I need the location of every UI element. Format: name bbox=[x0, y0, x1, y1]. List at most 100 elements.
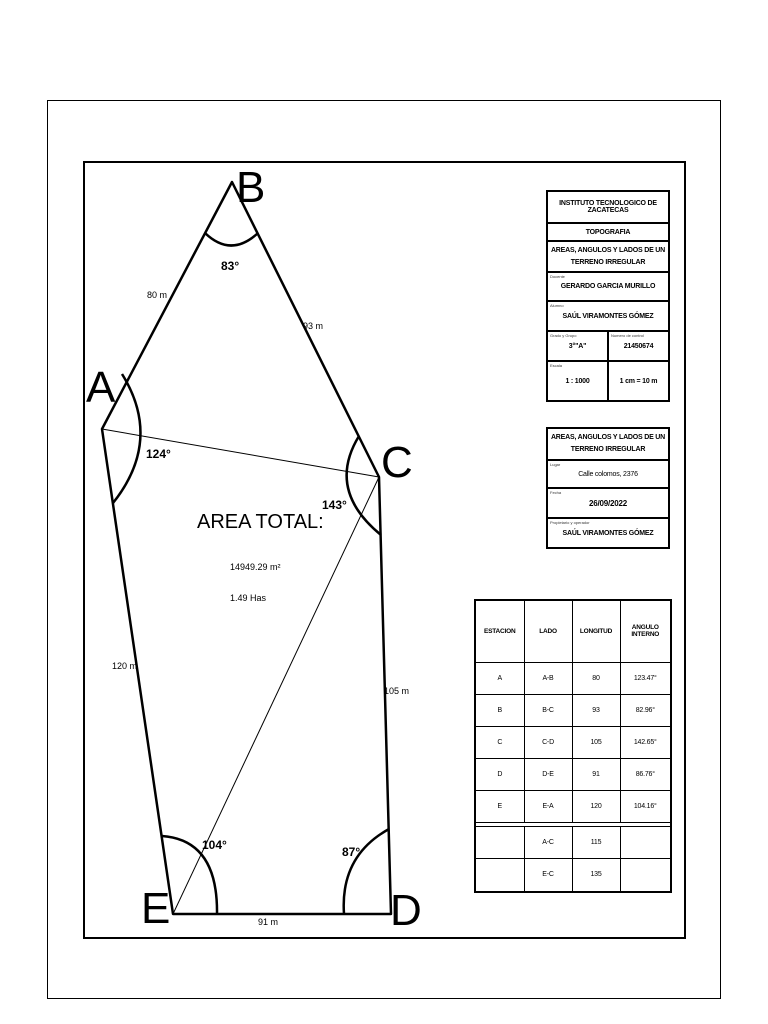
cell-length: 115 bbox=[571, 825, 621, 859]
group-row: Grado y Grupo 3°"A" Numero de control 21… bbox=[548, 332, 668, 362]
project-title: AREAS, ANGULOS Y LADOS DE UN TERRENO IRR… bbox=[548, 242, 668, 273]
info-project-line2: TERRENO IRREGULAR bbox=[570, 446, 646, 453]
place-value: Calle colomos, 2376 bbox=[578, 470, 638, 478]
date-value: 26/09/2022 bbox=[588, 498, 628, 508]
cell-length: 135 bbox=[571, 857, 621, 893]
control-caption: Numero de control bbox=[611, 333, 644, 338]
angle-arc-a bbox=[112, 373, 142, 504]
cell-angle: 123.47° bbox=[619, 661, 672, 695]
cell-length: 91 bbox=[571, 757, 621, 791]
side-label-cd: 105 m bbox=[384, 686, 409, 696]
side-label-bc: 93 m bbox=[303, 321, 323, 331]
subject-name: TOPOGRAFIA bbox=[548, 224, 668, 242]
owner-caption: Propietario y operador bbox=[550, 520, 590, 525]
scale-caption: Escala bbox=[550, 363, 563, 368]
group-caption: Grado y Grupo bbox=[550, 333, 577, 338]
angle-label-b: 83° bbox=[221, 259, 239, 273]
diagonal-row: A-C 115 bbox=[474, 825, 672, 859]
owner-row: Propietario y operador SAÚL VIRAMONTES G… bbox=[548, 519, 668, 547]
cell-station bbox=[474, 857, 525, 893]
project-title-line2: TERRENO IRREGULAR bbox=[570, 258, 646, 266]
student-row: Alumno SAÚL VIRAMONTES GÓMEZ bbox=[548, 302, 668, 332]
angle-arc-c bbox=[345, 435, 382, 536]
cell-angle: 86.76° bbox=[619, 757, 672, 791]
cell-angle bbox=[619, 857, 672, 893]
cell-station: A bbox=[474, 661, 525, 695]
angle-label-c: 143° bbox=[322, 498, 347, 512]
terrain-polygon bbox=[100, 180, 393, 916]
diagonal-e-c bbox=[172, 476, 380, 915]
scale-value: 1 : 1000 bbox=[565, 377, 590, 385]
angle-label-d: 87° bbox=[342, 845, 360, 859]
cell-length: 105 bbox=[571, 725, 621, 759]
teacher-name: GERARDO GARCIA MURILLO bbox=[560, 283, 656, 290]
cell-angle: 142.65° bbox=[619, 725, 672, 759]
date-row: Fecha 26/09/2022 bbox=[548, 489, 668, 519]
student-name: SAÚL VIRAMONTES GÓMEZ bbox=[562, 312, 654, 320]
teacher-caption: Docente bbox=[550, 274, 565, 279]
control-value: 21450674 bbox=[623, 342, 654, 350]
vertex-label-b: B bbox=[236, 163, 265, 212]
header-lado: LADO bbox=[523, 599, 573, 663]
teacher-row: Docente GERARDO GARCIA MURILLO bbox=[548, 273, 668, 302]
cell-side: A-C bbox=[523, 825, 573, 859]
info-block: AREAS, ANGULOS Y LADOS DE UN TERRENO IRR… bbox=[546, 427, 670, 549]
diagonal-row: E-C 135 bbox=[474, 857, 672, 893]
angle-arc-d bbox=[342, 827, 390, 915]
group-value: 3°"A" bbox=[568, 342, 587, 350]
cell-angle bbox=[619, 825, 672, 859]
cell-angle: 82.96° bbox=[619, 693, 672, 727]
table-row: A A-B 80 123.47° bbox=[474, 661, 672, 695]
cell-side: E-A bbox=[523, 789, 573, 823]
info-project-title: AREAS, ANGULOS Y LADOS DE UN TERRENO IRR… bbox=[548, 429, 668, 461]
cell-station: E bbox=[474, 789, 525, 823]
table-row: C C-D 105 142.65° bbox=[474, 725, 672, 759]
vertex-label-a: A bbox=[86, 363, 116, 412]
diagonal-a-c bbox=[101, 428, 380, 478]
table-header-row: ESTACION LADO LONGITUD ANGULO INTERNO bbox=[474, 599, 672, 663]
cell-angle: 104.16° bbox=[619, 789, 672, 823]
table-row: B B-C 93 82.96° bbox=[474, 693, 672, 727]
angle-arc-b bbox=[204, 232, 259, 247]
vertex-label-c: C bbox=[381, 438, 413, 487]
angle-label-e: 104° bbox=[202, 838, 227, 852]
area-has: 1.49 Has bbox=[230, 593, 267, 603]
angle-arc-e bbox=[161, 834, 219, 915]
cell-side: C-D bbox=[523, 725, 573, 759]
area-title: AREA TOTAL: bbox=[197, 511, 324, 533]
cell-station: D bbox=[474, 757, 525, 791]
info-project-line1: AREAS, ANGULOS Y LADOS DE UN bbox=[550, 434, 666, 441]
survey-table: ESTACION LADO LONGITUD ANGULO INTERNO A … bbox=[474, 599, 672, 893]
side-label-ab: 80 m bbox=[147, 290, 167, 300]
institute-name: INSTITUTO TECNOLOGICO DE ZACATECAS bbox=[548, 192, 668, 224]
date-caption: Fecha bbox=[550, 490, 562, 495]
scale-cell: Escala 1 : 1000 bbox=[548, 362, 609, 400]
student-caption: Alumno bbox=[550, 303, 564, 308]
cell-length: 120 bbox=[571, 789, 621, 823]
cell-side: B-C bbox=[523, 693, 573, 727]
side-label-de: 91 m bbox=[258, 917, 278, 927]
scale-equivalence: 1 cm = 10 m bbox=[619, 377, 658, 385]
cell-station: B bbox=[474, 693, 525, 727]
cell-station bbox=[474, 825, 525, 859]
cell-length: 93 bbox=[571, 693, 621, 727]
header-longitud: LONGITUD bbox=[571, 599, 621, 663]
header-angulo: ANGULO INTERNO bbox=[619, 599, 672, 663]
area-m2: 14949.29 m² bbox=[230, 562, 281, 572]
place-caption: Lugar bbox=[550, 462, 561, 467]
vertex-label-e: E bbox=[141, 884, 170, 933]
scale-row: Escala 1 : 1000 1 cm = 10 m bbox=[548, 362, 668, 400]
vertex-label-d: D bbox=[390, 886, 422, 935]
table-row: E E-A 120 104.16° bbox=[474, 789, 672, 823]
angle-label-a: 124° bbox=[146, 447, 171, 461]
owner-value: SAÚL VIRAMONTES GÓMEZ bbox=[562, 529, 654, 537]
header-estacion: ESTACION bbox=[474, 599, 525, 663]
drawing-sheet bbox=[47, 100, 721, 999]
cell-side: A-B bbox=[523, 661, 573, 695]
drawing-frame bbox=[83, 161, 686, 939]
table-row: D D-E 91 86.76° bbox=[474, 757, 672, 791]
cell-side: D-E bbox=[523, 757, 573, 791]
cell-side: E-C bbox=[523, 857, 573, 893]
control-cell: Numero de control 21450674 bbox=[609, 332, 668, 360]
